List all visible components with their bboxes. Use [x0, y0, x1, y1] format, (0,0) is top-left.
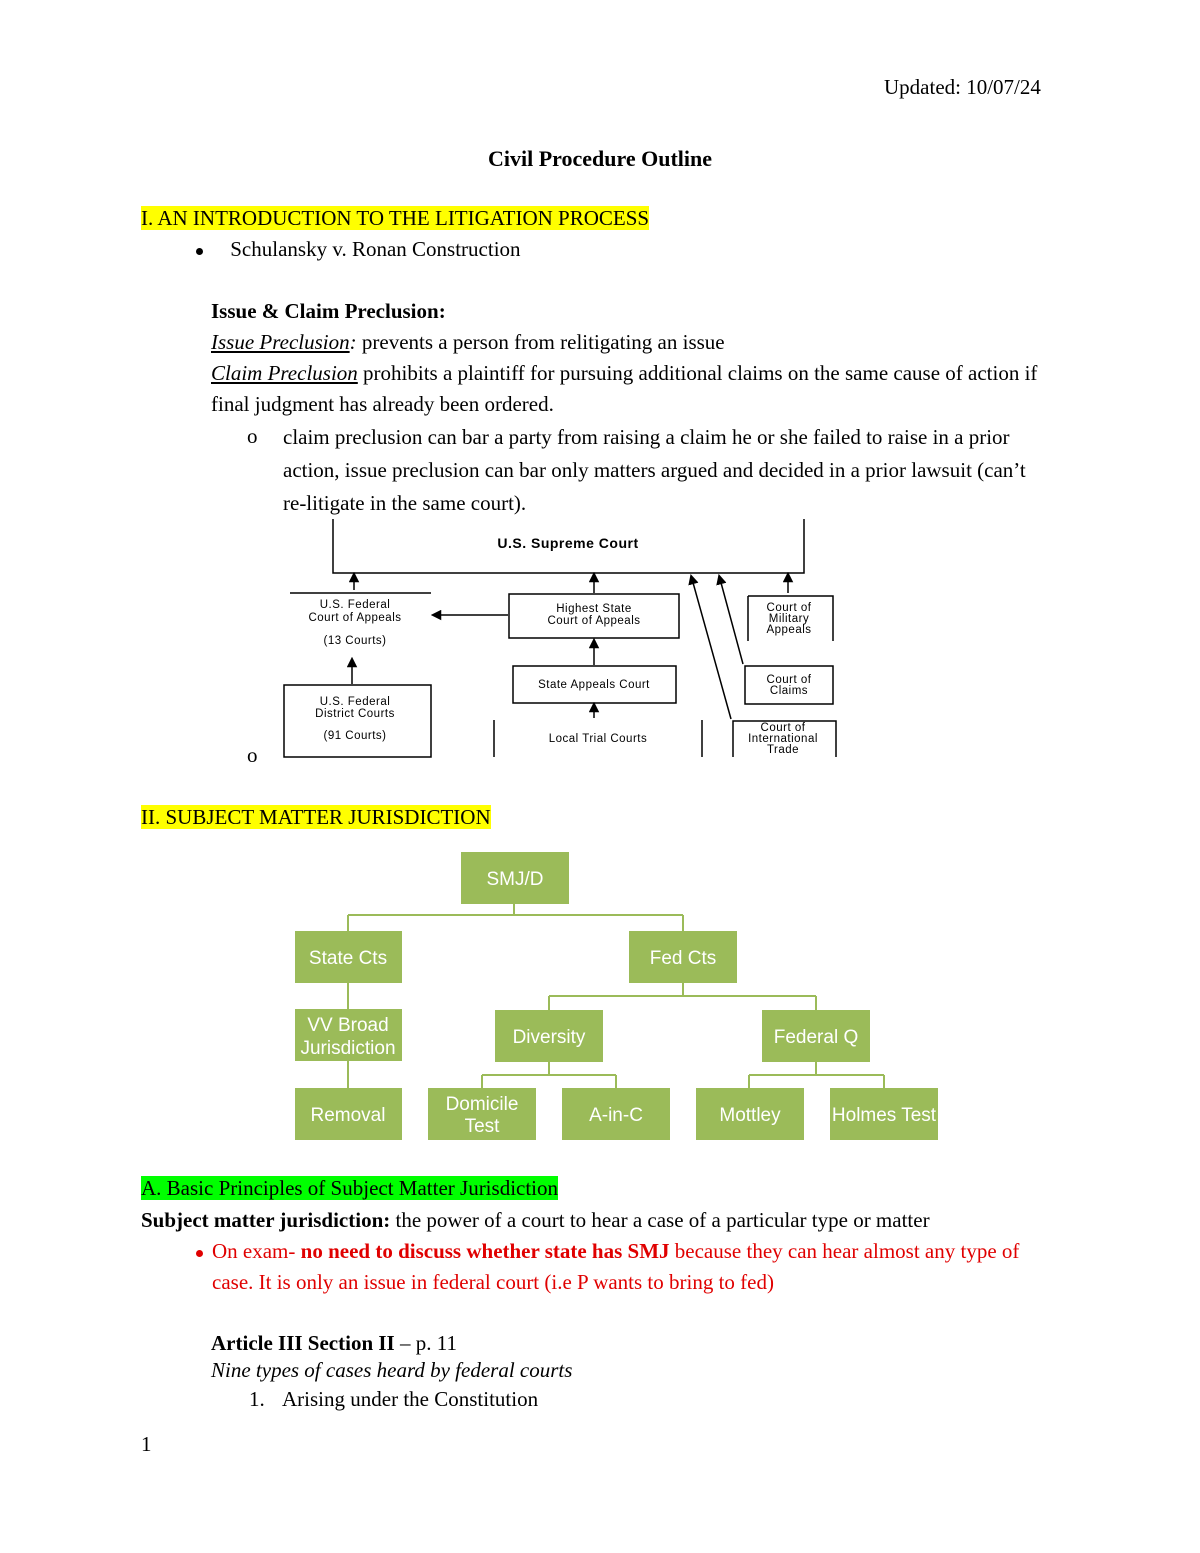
exam-note-prefix: On exam- [212, 1239, 301, 1263]
section-2-heading-text: II. SUBJECT MATTER JURISDICTION [141, 805, 491, 829]
tree-node-federal-q [762, 1010, 870, 1062]
tree-label-holmes: Holmes Test [832, 1105, 937, 1126]
trade-label-1: Court of [761, 722, 806, 734]
claims-label-2: Claims [770, 685, 808, 697]
sub-bullet-marker-chart: o [247, 743, 258, 767]
nine-types-line: Nine types of cases heard by federal cou… [211, 1358, 573, 1382]
tree-node-state [295, 931, 402, 983]
tree-node-holmes [830, 1088, 938, 1140]
list-item-1: 1. Arising under the Constitution [249, 1384, 538, 1415]
trade-label-2: International [748, 733, 818, 745]
state-high-label-2: Court of Appeals [547, 615, 640, 627]
smj-definition-line: Subject matter jurisdiction: the power o… [141, 1205, 930, 1236]
tree-node-removal [295, 1088, 402, 1140]
issue-preclusion-term: Issue Preclusion [211, 330, 350, 354]
exam-note: On exam- no need to discuss whether stat… [212, 1236, 1062, 1298]
updated-date: Updated: 10/07/24 [884, 75, 1041, 99]
local-trial-label: Local Trial Courts [549, 733, 647, 745]
claim-preclusion-paragraph: Claim Preclusion prohibits a plaintiff f… [211, 358, 1071, 420]
tree-node-fed [629, 931, 737, 983]
claim-preclusion-term: Claim Preclusion [211, 361, 358, 385]
exam-bullet-dot-wrap [196, 1236, 203, 1267]
tree-connectors [347, 904, 885, 1088]
fed-district-label-3: (91 Courts) [323, 730, 386, 742]
state-high-box [508, 593, 680, 639]
sub-bullet-marker: o [247, 424, 258, 448]
fed-district-label-1: U.S. Federal [320, 696, 391, 708]
list-item-1-text: Arising under the Constitution [282, 1387, 539, 1411]
issue-preclusion-colon: : [349, 330, 357, 354]
bullet-schulansky-text: Schulansky v. Ronan Construction [230, 237, 521, 261]
tree-label-smjd: SMJ/D [487, 869, 544, 890]
state-appeals-box [512, 665, 677, 704]
arrow-trade-up [688, 573, 732, 720]
tree-label-diversity: Diversity [513, 1027, 586, 1048]
subsection-a-heading: A. Basic Principles of Subject Matter Ju… [141, 1173, 559, 1204]
military-label-3: Appeals [766, 624, 811, 636]
section-1-heading-text: I. AN INTRODUCTION TO THE LITIGATION PRO… [141, 206, 650, 230]
claims-box [744, 665, 834, 705]
article-iii-line: Article III Section II – p. 11 [211, 1328, 457, 1359]
tree-node-broad [295, 1009, 402, 1061]
trade-label-3: Trade [767, 744, 799, 756]
fed-appeals-label-2: Court of Appeals [308, 612, 401, 624]
tree-label-federal-q: Federal Q [774, 1027, 858, 1048]
document-title: Civil Procedure Outline [487, 146, 713, 171]
tree-label-broad-2: Jurisdiction [300, 1038, 395, 1059]
claim-preclusion-definition: prohibits a plaintiff for pursuing addit… [211, 361, 1038, 416]
section-2-heading: II. SUBJECT MATTER JURISDICTION [141, 802, 491, 833]
tree-label-broad-1: VV Broad [307, 1015, 388, 1036]
tree-node-domicile [428, 1088, 536, 1140]
military-label-2: Military [769, 613, 809, 625]
section-1-heading: I. AN INTRODUCTION TO THE LITIGATION PRO… [141, 203, 650, 234]
sub-bullet-preclusion-text: claim preclusion can bar a party from ra… [283, 425, 1026, 515]
article-iii-title: Article III Section II [211, 1331, 395, 1355]
list-item-1-number: 1. [249, 1387, 265, 1411]
tree-label-removal: Removal [311, 1105, 386, 1126]
tree-label-state: State Cts [309, 948, 387, 969]
page-number: 1 [141, 1432, 152, 1456]
subsection-a-heading-text: A. Basic Principles of Subject Matter Ju… [141, 1176, 559, 1200]
military-label-1: Court of [767, 602, 812, 614]
tree-label-fed: Fed Cts [650, 948, 717, 969]
claims-label-1: Court of [767, 674, 812, 686]
article-iii-page: – p. 11 [394, 1331, 457, 1355]
fed-district-label-2: District Courts [315, 708, 395, 720]
issue-preclusion-line: Issue Preclusion: prevents a person from… [211, 327, 725, 358]
tree-node-ainc [562, 1088, 670, 1140]
bullet-dot-icon [196, 247, 203, 255]
supreme-court-label: U.S. Supreme Court [497, 535, 638, 551]
smj-definition: the power of a court to hear a case of a… [390, 1208, 930, 1232]
state-high-label-1: Highest State [556, 603, 632, 615]
state-appeals-label: State Appeals Court [538, 679, 650, 691]
tree-label-domicile-2: Test [465, 1116, 501, 1137]
military-box [747, 595, 834, 641]
smj-term: Subject matter jurisdiction: [141, 1208, 391, 1232]
tree-node-diversity [495, 1010, 603, 1062]
tree-label-mottley: Mottley [719, 1105, 781, 1126]
tree-label-ainc: A-in-C [589, 1105, 643, 1126]
supreme-court-bracket [332, 519, 805, 574]
fed-appeals-label-1: U.S. Federal [320, 599, 391, 611]
tree-node-mottley [696, 1088, 804, 1140]
arrow-claims-up [716, 573, 744, 665]
tree-label-domicile-1: Domicile [446, 1094, 519, 1115]
exam-note-bold: no need to discuss whether state has SMJ [300, 1239, 670, 1263]
fed-appeals-label-3: (13 Courts) [323, 635, 386, 647]
preclusion-subheading: Issue & Claim Preclusion: [211, 299, 446, 323]
exam-note-rest: because they can hear almost any type of… [212, 1239, 1020, 1294]
trade-box [732, 720, 837, 757]
bullet-schulansky: Schulansky v. Ronan Construction [196, 234, 521, 265]
fed-district-box [283, 684, 432, 758]
tree-node-smjd [461, 852, 569, 904]
issue-preclusion-definition: prevents a person from relitigating an i… [356, 330, 725, 354]
exam-bullet-icon [196, 1249, 203, 1257]
